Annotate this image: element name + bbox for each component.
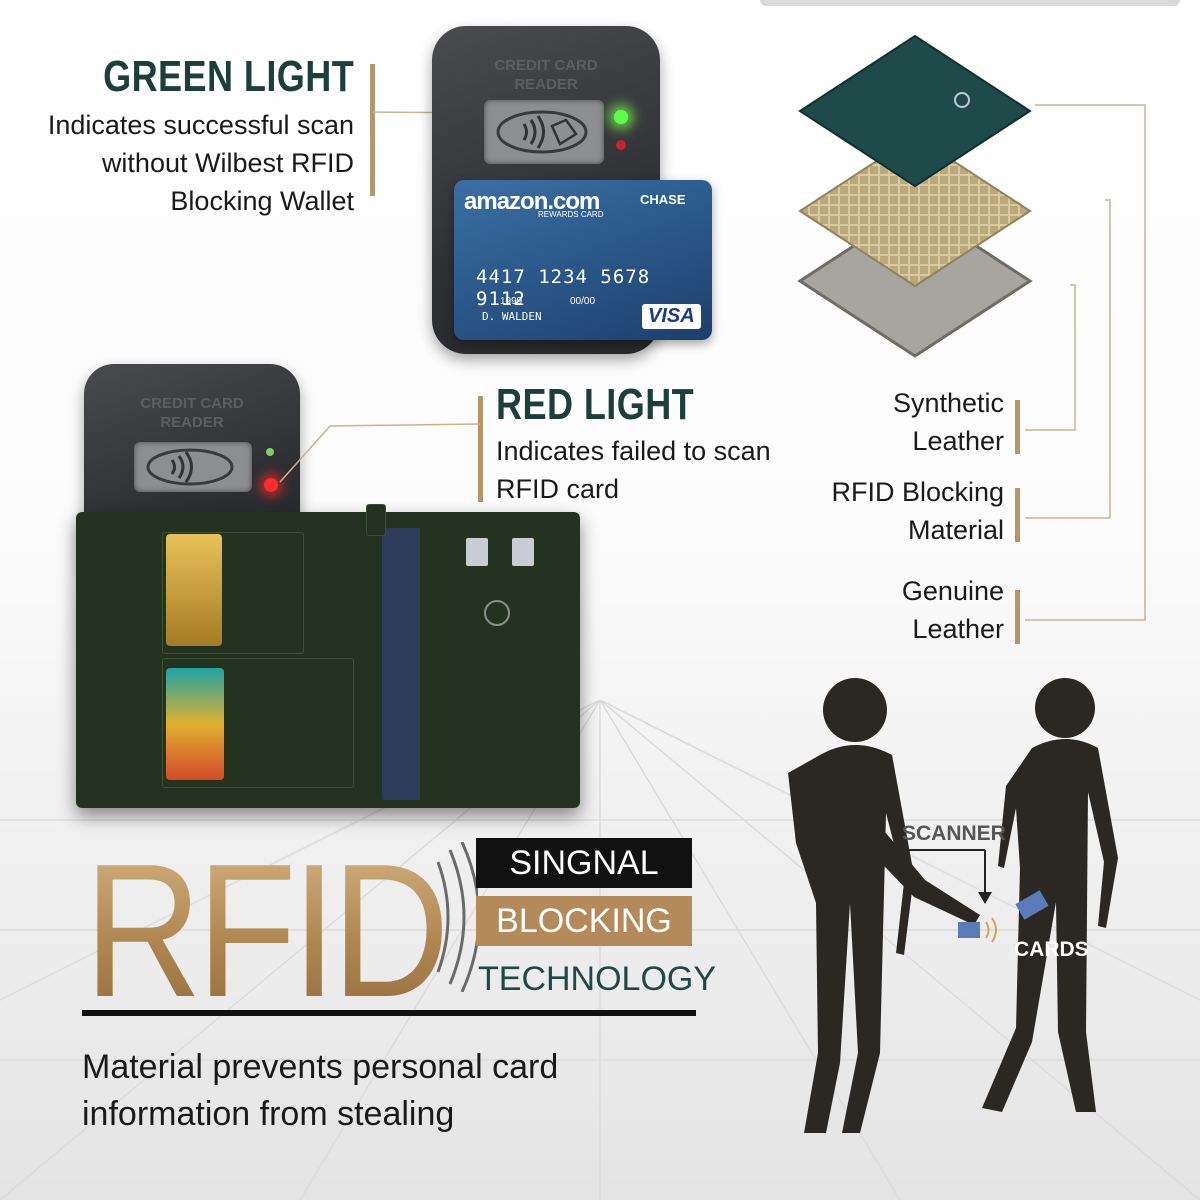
genuine-leather-label: Genuine Leather xyxy=(901,576,1004,644)
card-icon xyxy=(1015,890,1049,920)
rfid-blocking-layer xyxy=(798,134,1032,288)
cards-label: CARDS xyxy=(1014,938,1089,961)
green-led xyxy=(614,110,628,124)
wallet-spine xyxy=(382,528,420,800)
green-led-off xyxy=(266,448,274,456)
card-network: VISA xyxy=(642,304,701,329)
card-expiry: 00/00 xyxy=(570,296,596,307)
rfid-headline: RFID xyxy=(84,822,450,1040)
card-brand: amazon.com xyxy=(464,188,600,215)
red-light-title: RED LIGHT xyxy=(496,380,695,429)
genuine-leather-bar xyxy=(1015,590,1020,644)
patterned-card xyxy=(166,668,224,780)
red-led xyxy=(264,478,278,492)
silhouettes-scene xyxy=(788,678,1118,1133)
scanner-label: SCANNER xyxy=(902,822,1006,845)
contactless-icon-bottom xyxy=(146,448,234,486)
signal-waves-icon xyxy=(436,842,478,992)
tag-blocking: BLOCKING xyxy=(476,896,692,946)
handheld-scanner-icon xyxy=(958,922,980,938)
wallet-card-slot-bottom xyxy=(162,658,354,788)
rfid-blocking-label: RFID Blocking Material xyxy=(831,477,1004,545)
tag-technology: TECHNOLOGY xyxy=(478,960,717,998)
credit-card: amazon.com REWARDS CARD CHASE 4417 1234 … xyxy=(454,180,712,340)
synthetic-leather-label: Synthetic Leather xyxy=(892,388,1004,456)
red-led-off xyxy=(616,140,626,150)
red-light-divider xyxy=(478,396,483,502)
contactless-pad xyxy=(484,100,604,164)
wallet-card-slot-top xyxy=(162,532,304,654)
rfid-description: Material prevents personal card informat… xyxy=(82,1048,559,1133)
rfid-underline xyxy=(82,1010,696,1016)
sim-pin-ring xyxy=(484,600,510,626)
wallet-strap xyxy=(366,504,386,536)
synthetic-leather-layer xyxy=(798,34,1032,188)
rfid-wallet xyxy=(76,504,580,808)
layer-connectors xyxy=(1025,104,1146,621)
rfid-blocking-bar xyxy=(1015,488,1020,542)
contactless-pad-bottom xyxy=(134,442,252,492)
card-valid: 1999 xyxy=(500,296,523,307)
synthetic-leather-bar xyxy=(1015,400,1020,454)
top-strip xyxy=(760,0,1180,6)
sim-slot-1 xyxy=(466,538,488,566)
gold-card xyxy=(166,534,222,646)
card-holder: D. WALDEN xyxy=(482,310,542,323)
tag-signal: SINGNAL xyxy=(476,838,692,888)
contactless-icon xyxy=(496,110,588,154)
sim-slot-2 xyxy=(512,538,534,566)
red-light-connector xyxy=(279,423,481,483)
green-light-description: Indicates successful scan without Wilbes… xyxy=(47,110,354,216)
card-number: 4417 1234 5678 9112 xyxy=(476,266,651,310)
red-light-description: Indicates failed to scan RFID card xyxy=(496,436,771,504)
card-sub: REWARDS CARD xyxy=(538,210,604,219)
reader-label: CREDIT CARD READER xyxy=(494,57,598,93)
material-layers xyxy=(797,34,1033,358)
card-issuer: CHASE xyxy=(640,192,686,207)
green-light-divider xyxy=(370,64,375,196)
green-light-title: GREEN LIGHT xyxy=(102,52,354,101)
reader-label-bottom: CREDIT CARD READER xyxy=(140,395,244,431)
